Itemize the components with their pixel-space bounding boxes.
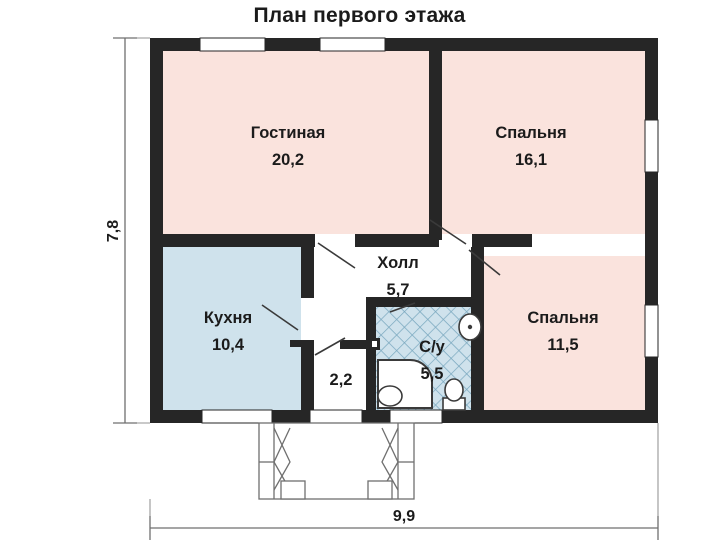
room-label-bedroom1-name: Спальня: [495, 124, 566, 142]
room-fill-bedroom2: [481, 256, 647, 410]
room-label-kitchen-name: Кухня: [204, 309, 252, 327]
wall-bathroom-north: [366, 297, 478, 307]
window-living-1: [199, 37, 266, 52]
door-leader-bathroom: [389, 302, 416, 313]
room-fill-kitchen: [161, 245, 301, 410]
dimension-lines: [113, 37, 659, 540]
room-label-bedroom1-area: 16,1: [515, 151, 547, 169]
dimension-labels: 7,8 9,9: [105, 220, 415, 525]
wall-kitchen-east-lower: [301, 340, 314, 416]
wall-right: [645, 38, 658, 423]
room-label-bedroom2-area: 11,5: [547, 336, 578, 354]
porch-footing-left: [280, 480, 306, 500]
wall-bedroom2-west: [471, 247, 484, 307]
room-fills: [161, 50, 647, 410]
wall-kitchen-door-jamb: [290, 340, 302, 347]
room-label-living-name: Гостиная: [251, 124, 326, 142]
interior-walls: [157, 44, 532, 416]
bathtub-drain-icon: [377, 385, 403, 407]
door-leader-bedroom2: [468, 249, 501, 276]
wall-storage-pin-inner: [372, 341, 377, 347]
wall-living-bedroom1: [429, 44, 442, 240]
room-label-hall-area: 5,7: [387, 281, 410, 299]
door-leader-bedroom1: [429, 219, 467, 245]
room-label-bathroom-area: 5,5: [421, 365, 444, 383]
dimension-label-width: 9,9: [393, 508, 415, 525]
window-bathroom-south: [389, 409, 443, 424]
wall-bathroom-west: [366, 297, 376, 416]
room-label-living-area: 20,2: [272, 151, 304, 169]
wall-left: [150, 38, 163, 423]
room-label-hall-name: Холл: [377, 254, 418, 272]
room-fill-living: [161, 50, 429, 234]
wall-storage-stub: [340, 340, 368, 349]
door-leader-storage: [314, 337, 346, 356]
bathroom-fixtures: [377, 313, 482, 411]
wall-hall-north-left: [355, 234, 439, 247]
room-labels: Гостиная 20,2 Спальня 16,1 Кухня 10,4 Хо…: [204, 124, 599, 389]
wall-top: [150, 38, 658, 51]
page-title: План первого этажа: [253, 4, 466, 27]
windows: [199, 37, 659, 424]
entry-porch: [258, 422, 415, 500]
room-label-bathroom-name: С/у: [419, 338, 446, 356]
wall-living-south: [157, 234, 315, 247]
porch-footing-right: [367, 480, 393, 500]
room-fill-bedroom1: [441, 50, 647, 234]
window-living-2: [319, 37, 386, 52]
toilet-bowl-icon: [444, 378, 464, 402]
wall-bedroom1-south: [472, 234, 532, 247]
room-label-kitchen-area: 10,4: [212, 336, 245, 354]
room-label-storage-area: 2,2: [330, 371, 353, 389]
window-kitchen-south: [201, 409, 273, 424]
dimension-label-height: 7,8: [105, 220, 122, 242]
window-bedroom2-east: [644, 304, 659, 358]
room-label-bedroom2-name: Спальня: [527, 309, 598, 327]
sink-drain-icon: [467, 324, 473, 330]
wall-kitchen-east-upper: [301, 240, 314, 298]
door-leader-living: [317, 242, 356, 269]
door-leader-kitchen: [261, 304, 299, 331]
window-bedroom1-east: [644, 119, 659, 173]
window-entry-south: [309, 409, 363, 424]
